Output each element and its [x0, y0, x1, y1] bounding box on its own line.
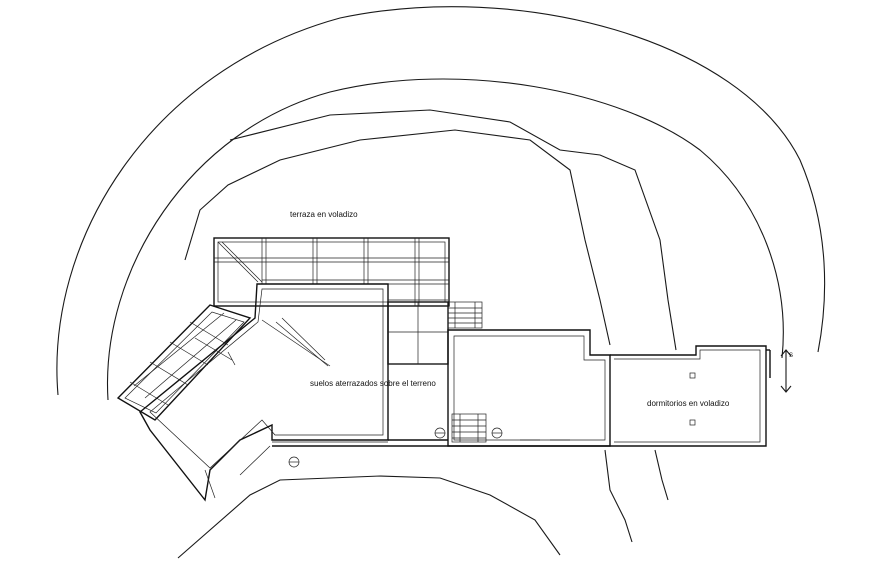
contour-lower-right-2	[654, 449, 669, 501]
level-mark-label: S	[789, 353, 793, 359]
bottom-wall	[239, 441, 610, 476]
bedroom-wing	[610, 345, 771, 447]
contour-outer	[56, 6, 826, 396]
fixture-symbol-3	[491, 427, 503, 439]
terrace-grid	[213, 237, 450, 307]
contour-lower-left	[177, 475, 561, 559]
stair-upper	[447, 301, 483, 329]
contour-ridge	[229, 109, 677, 351]
living-room	[139, 283, 389, 502]
stair-lower	[451, 413, 487, 443]
contour-inner	[184, 129, 611, 346]
fixture-symbol-1	[288, 456, 300, 468]
terrace-label: terraza en voladizo	[290, 210, 358, 219]
contour-lower-right-1	[604, 449, 633, 543]
floors-label: suelos aterrazados sobre el terreno	[310, 379, 436, 388]
angled-wing-grid	[116, 304, 252, 421]
middle-block	[387, 299, 449, 365]
fixture-symbol-2	[434, 427, 446, 439]
bedrooms-label: dormitorios en voladizo	[647, 399, 730, 408]
contour-middle	[106, 78, 784, 401]
terrain-contours	[56, 6, 826, 559]
level-arrow-marker	[780, 349, 792, 393]
